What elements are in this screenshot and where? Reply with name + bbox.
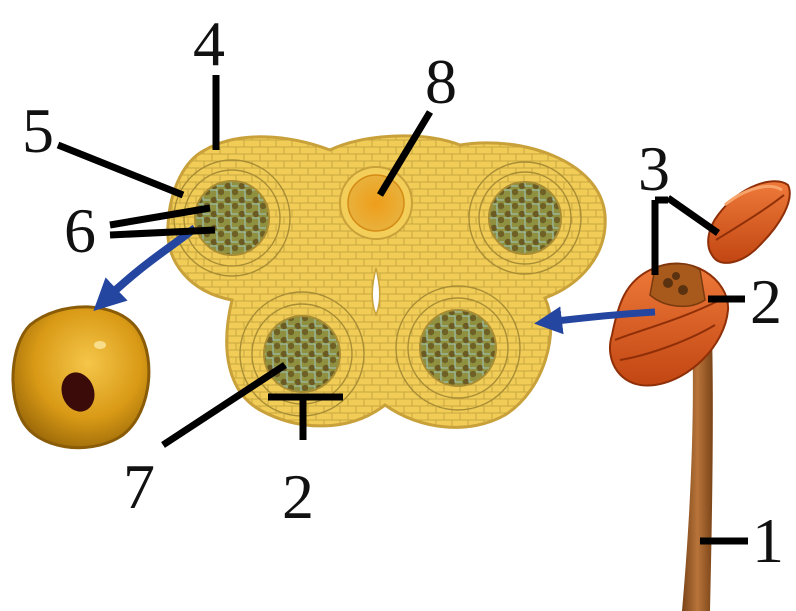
label-2-right: 2 [750, 266, 782, 337]
label-3: 3 [638, 133, 670, 204]
label-2-bottom: 2 [282, 461, 314, 532]
label-6: 6 [64, 195, 96, 266]
anther-lobes-upper [708, 181, 790, 263]
label-1: 1 [752, 505, 784, 576]
vascular-bundle [340, 167, 412, 239]
pollen-grain [13, 307, 149, 448]
label-4: 4 [193, 8, 225, 79]
label-5: 5 [22, 95, 54, 166]
label-8: 8 [425, 46, 457, 117]
label-7: 7 [123, 451, 155, 522]
